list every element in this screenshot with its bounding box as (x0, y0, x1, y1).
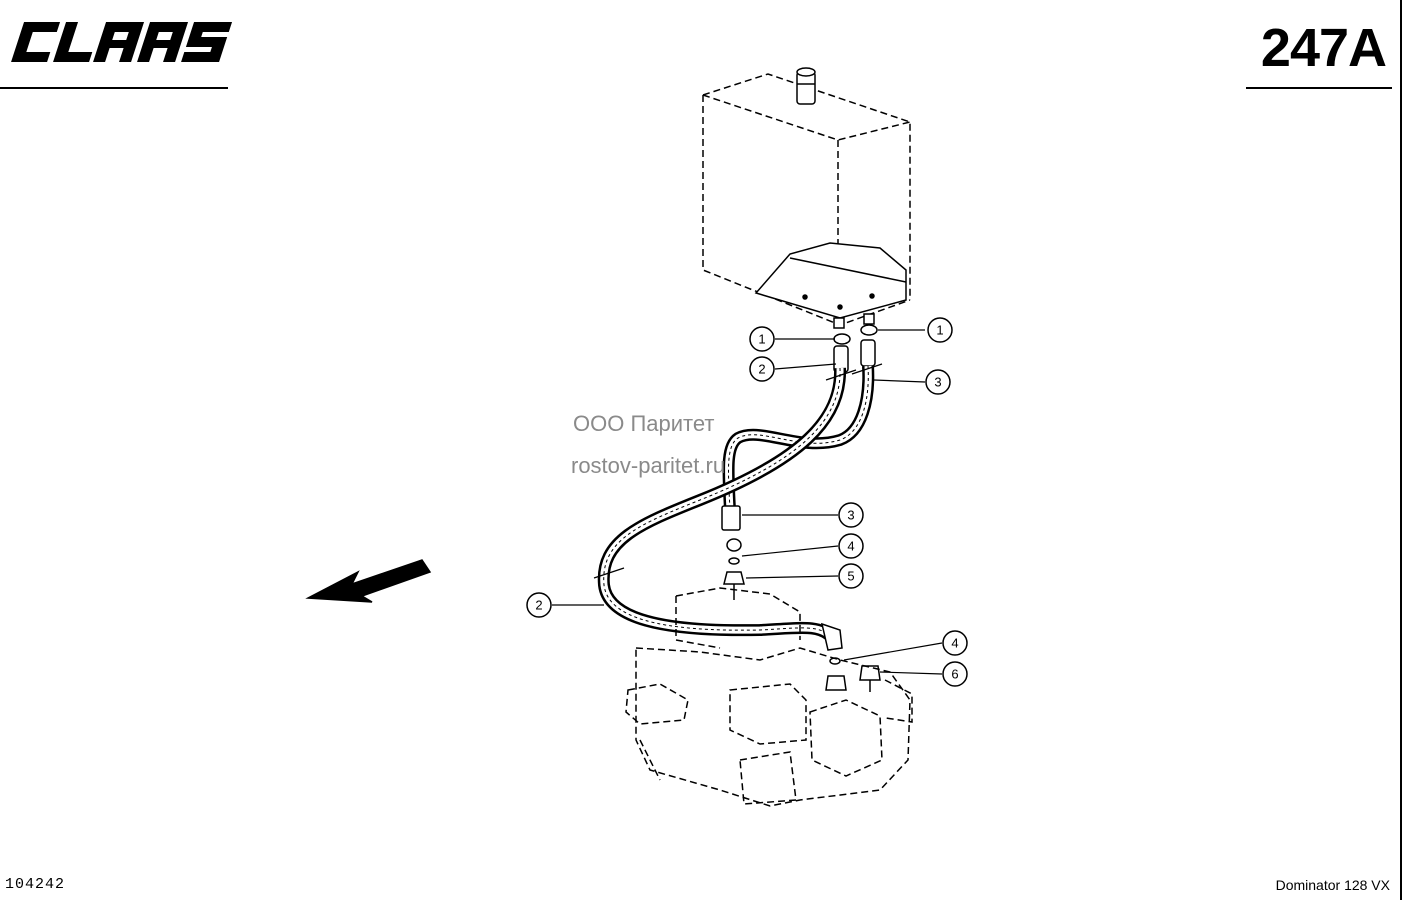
callout-label: 3 (934, 375, 941, 390)
callout: 6 (942, 661, 968, 687)
callout-label: 5 (847, 569, 854, 584)
direction-arrow (305, 559, 432, 603)
callout: 1 (927, 317, 953, 343)
claas-logo (11, 22, 233, 62)
callout: 4 (838, 533, 864, 559)
document-id: 104242 (5, 876, 66, 893)
watermark-url: rostov-paritet.ru (571, 453, 726, 478)
callout-label: 1 (936, 323, 943, 338)
hose-2-fitting (820, 622, 881, 692)
callout-label: 4 (951, 636, 958, 651)
callout: 2 (526, 592, 552, 618)
callout: 4 (942, 630, 968, 656)
callout: 2 (749, 356, 775, 382)
callout: 3 (838, 502, 864, 528)
callout-label: 4 (847, 539, 854, 554)
leader-lines (552, 329, 943, 675)
callout-label: 1 (758, 332, 765, 347)
callout: 1 (749, 326, 775, 352)
hose-2 (597, 367, 847, 643)
page-number: 247A (1260, 18, 1387, 78)
hose-3-fitting (721, 505, 745, 600)
hose-3 (722, 365, 875, 511)
tank-filler-cap (796, 67, 816, 105)
machine-model: Dominator 128 VX (1275, 877, 1390, 893)
hydraulic-pump (625, 587, 913, 807)
tank-outlet-fittings (833, 313, 878, 373)
callout-label: 6 (951, 667, 958, 682)
callout-label: 2 (535, 598, 542, 613)
page-border-right (1400, 0, 1402, 900)
callout: 5 (838, 563, 864, 589)
tank-sump (754, 242, 907, 319)
callout: 3 (925, 369, 951, 395)
header-rule-right (1246, 87, 1392, 89)
watermark-company: ООО Паритет (573, 411, 715, 436)
callout-label: 3 (847, 508, 854, 523)
callout-label: 2 (758, 362, 765, 377)
header-rule-left (0, 87, 228, 89)
